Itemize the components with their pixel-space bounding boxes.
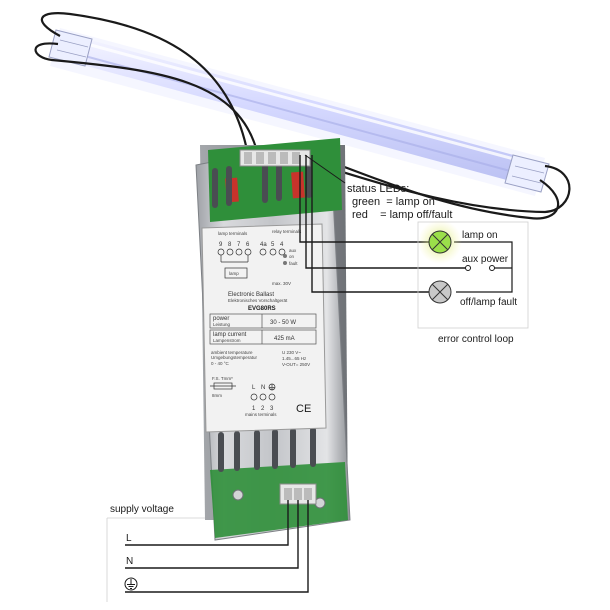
current-value: 425 mA [274,336,295,342]
aux-power-label: aux power [462,254,509,265]
mains-letter-n: N [261,385,265,391]
rating-vout: V-OUT= 250V [282,362,310,367]
lamp-num-7: 7 [237,242,241,248]
ambient-value: 0 - 40 °C [211,361,230,366]
ground-icon [124,577,138,591]
device-name: Electronic Ballast [228,292,274,298]
led-fault-label: fault [289,261,298,266]
lamp-on-label: lamp on [462,230,498,241]
bottom-terminal-block [279,483,317,505]
error-loop-caption: error control loop [438,334,514,345]
fuse-sub-label: 8mm [212,393,222,398]
status-leds-title: status LEDs: [347,183,409,195]
mains-num-1: 1 [252,406,256,412]
device-model: EVG80RS [248,306,276,312]
contact-rating-label: max. 30V [272,281,291,286]
mains-terminals-label: mains terminals [245,412,277,417]
ambient-label: ambient temperature [211,350,253,355]
current-label-de: Lampenstrom [213,338,241,343]
ce-icon: CE [296,403,311,415]
relay-num-5: 5 [271,242,275,248]
led-green-icon [428,230,452,254]
status-leds-red: red = lamp off/fault [352,209,452,221]
error-control-loop [417,221,529,329]
relay-terminals-label: relay terminals [272,229,302,234]
power-value: 30 - 50 W [270,320,296,326]
fuse-label: F.S. Tmm* [212,376,233,381]
supply-l-label: L [126,533,132,544]
lamp-num-6: 6 [246,242,250,248]
supply-wires [106,500,309,602]
aux-terminal-right [489,265,495,271]
led-on-label: on [289,254,295,259]
lamp-end-cap-right [504,154,550,193]
mains-letter-l: L [252,385,256,391]
led-on-marker [283,254,287,258]
relay-num-4: 4 [280,242,284,248]
status-leds-green: green = lamp on [352,196,435,208]
ground-icon [268,383,276,391]
power-label-de: Leistung [213,322,231,327]
uv-lamp-tube [50,28,545,196]
aux-terminal-left [465,265,471,271]
mains-num-3: 3 [270,406,274,412]
lamp-end-cap-left [48,29,93,67]
led-fault-marker [283,261,287,265]
supply-voltage-title: supply voltage [110,504,174,515]
led-off-icon [428,280,452,304]
current-label: lamp current [213,332,247,338]
mains-num-2: 2 [261,406,265,412]
power-label: power [213,316,229,322]
lamp-terminals-label: lamp terminals [218,231,248,236]
off-fault-label: off/lamp fault [460,297,517,308]
led-aux-label: aux [289,248,297,253]
rating-frequency: 1.45...65 Hz [282,356,307,361]
top-terminal-block [239,149,311,167]
supply-n-label: N [126,556,133,567]
relay-wires [299,155,468,293]
device-name-de: Elektronisches Vorschaltgerät [228,298,288,303]
fuse-icon [210,382,236,390]
relay-num-4a: 4a [260,242,267,248]
label-plate: lamp terminals relay terminals 9 8 7 6 4… [201,223,327,433]
ambient-label-de: Umgebungstemperatur [211,355,258,360]
rating-voltage: U 230 V~ [282,350,301,355]
lamp-num-9: 9 [219,242,223,248]
lamp-num-8: 8 [228,242,232,248]
lamp-box-label: lamp [229,271,239,276]
